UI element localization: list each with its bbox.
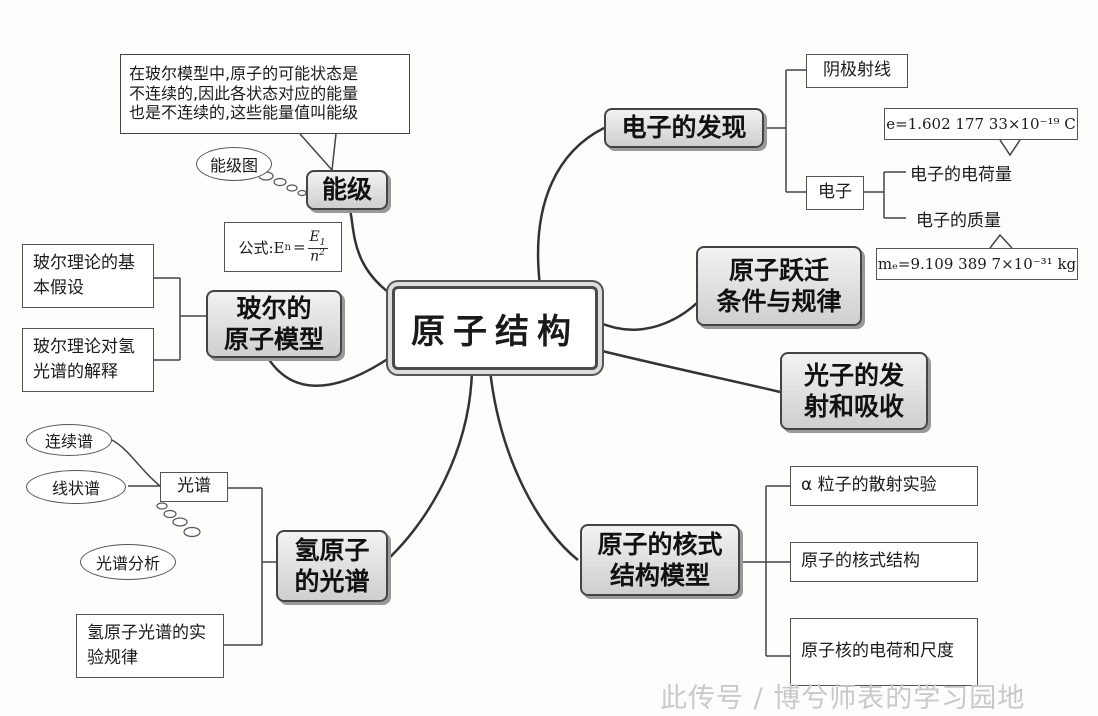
electron-charge-value: e=1.602 177 33×10⁻¹⁹ C [884,108,1078,140]
branch-electron-discovery: 电子的发现 [604,108,764,148]
branch-title-line: 原子跃迁 [728,255,829,285]
formula-equals: = [292,238,306,256]
numerator-letter: E [309,228,320,245]
branch-title-line: 射和吸收 [803,392,904,421]
electron-mass-label: 电子的质量 [916,211,1001,231]
formula-denominator: n2 [310,247,325,265]
thought-label: 光谱分析 [95,554,160,573]
branch-photon-emission-absorption: 光子的发 射和吸收 [780,352,928,430]
cathode-ray-node: 阴极射线 [806,54,908,88]
branch-bohr-model: 玻尔的 原子模型 [206,290,342,358]
watermark: 此传号 / 博兮师表的学习园地 [660,683,1026,714]
mass-pointer [989,233,1013,249]
electron-charge-label: 电子的电荷量 [910,165,1012,185]
thought-bubble-dot [297,189,307,197]
link-spectrum-types [111,439,161,487]
spectral-analysis-bubble: 光谱分析 [80,544,176,580]
branch-title-line: 玻尔的 [236,293,312,323]
thought-bubble-dot [183,526,201,538]
node-label: 电子 [818,182,852,203]
branch-title-line: 结构模型 [609,561,710,590]
line-spectrum-oval: 线状谱 [26,470,126,504]
charge-value: e=1.602 177 33×10⁻¹⁹ C [886,115,1076,133]
numerator-subscript: 1 [319,237,326,248]
branch-energy-level: 能级 [306,170,388,210]
branch-title-line: 条件与规律 [716,287,842,316]
bracket-bohr [154,277,208,361]
link-nuclear [488,369,579,561]
callout-pointer [299,133,337,172]
nuclear-structure: 原子的核式结构 [790,542,978,582]
bracket-nuclear [740,485,790,657]
thought-bubble-dot [286,184,298,192]
continuous-spectrum-oval: 连续谱 [26,424,112,456]
denominator-exponent: 2 [319,247,325,258]
branch-title-line: 的光谱 [294,567,370,596]
center-title: 原子结构 [411,311,579,352]
bracket-hydrogen [224,487,276,646]
thought-bubble-dot [273,177,287,187]
oval-label: 线状谱 [51,479,100,498]
charge-pointer [999,139,1021,157]
branch-nuclear-model: 原子的核式 结构模型 [580,524,740,596]
formula-fraction: E1 n2 [307,228,328,265]
link-energy-level [348,209,401,302]
link-hydrogen [384,369,474,563]
callout-line: 不连续的,因此各状态对应的能量 [129,83,359,103]
bohr-hydrogen-explanation: 玻尔理论对氢光谱的解释 [22,328,154,392]
electron-node: 电子 [806,176,864,210]
link-transition [597,299,701,331]
hydrogen-spectrum-rule: 氢原子光谱的实验规律 [76,614,224,678]
item-label: 玻尔理论的基本假设 [33,252,135,299]
formula-prefix: 公式:E [238,238,285,257]
spectrum-node: 光谱 [160,472,228,502]
denominator-letter: n [310,248,320,265]
bohr-basic-postulates: 玻尔理论的基本假设 [22,244,154,308]
branch-title: 能级 [321,175,372,205]
link-photon [597,348,781,394]
branch-title: 电子的发现 [621,113,747,143]
item-label: 原子核的电荷和尺度 [801,641,954,662]
branch-title-line: 氢原子 [294,535,370,565]
branch-hydrogen-spectrum: 氢原子 的光谱 [276,530,388,602]
thought-bubble-dot [172,517,188,527]
formula-subscript: n [284,241,291,253]
alpha-scattering-experiment: α 粒子的散射实验 [790,466,978,506]
thought-bubble-dot [163,509,177,519]
mass-value: mₑ=9.109 389 7×10⁻³¹ kg [877,255,1077,273]
center-topic: 原子结构 [392,286,598,370]
electron-mass-value: mₑ=9.109 389 7×10⁻³¹ kg [876,248,1078,280]
thought-label: 能级图 [209,156,258,175]
branch-title-line: 原子模型 [223,325,324,354]
item-label: 原子的核式结构 [801,551,920,572]
energy-level-diagram-bubble: 能级图 [196,147,272,181]
callout-line: 也是不连续的,这些能量值叫能级 [129,103,359,123]
bracket-electron-sub [864,171,906,219]
item-label: α 粒子的散射实验 [801,475,937,496]
link-bohr [266,350,399,387]
item-label: 玻尔理论对氢光谱的解释 [33,336,135,383]
thought-bubble-dot [156,502,168,510]
branch-title-line: 原子的核式 [597,529,723,559]
callout-line: 在玻尔模型中,原子的可能状态是 [129,64,359,83]
bracket-electron [764,69,806,193]
branch-title-line: 光子的发 [803,360,904,390]
formula-numerator: E1 [307,228,328,249]
item-label: 氢原子光谱的实验规律 [87,622,206,669]
oval-label: 连续谱 [44,432,93,451]
nucleus-charge-size: 原子核的电荷和尺度 [790,618,978,686]
node-label: 光谱 [177,476,211,497]
link-electron [536,126,605,287]
energy-level-definition-callout: 在玻尔模型中,原子的可能状态是 不连续的,因此各状态对应的能量 也是不连续的,这… [120,54,410,134]
branch-atomic-transition: 原子跃迁 条件与规律 [696,246,862,326]
node-label: 阴极射线 [823,60,891,81]
